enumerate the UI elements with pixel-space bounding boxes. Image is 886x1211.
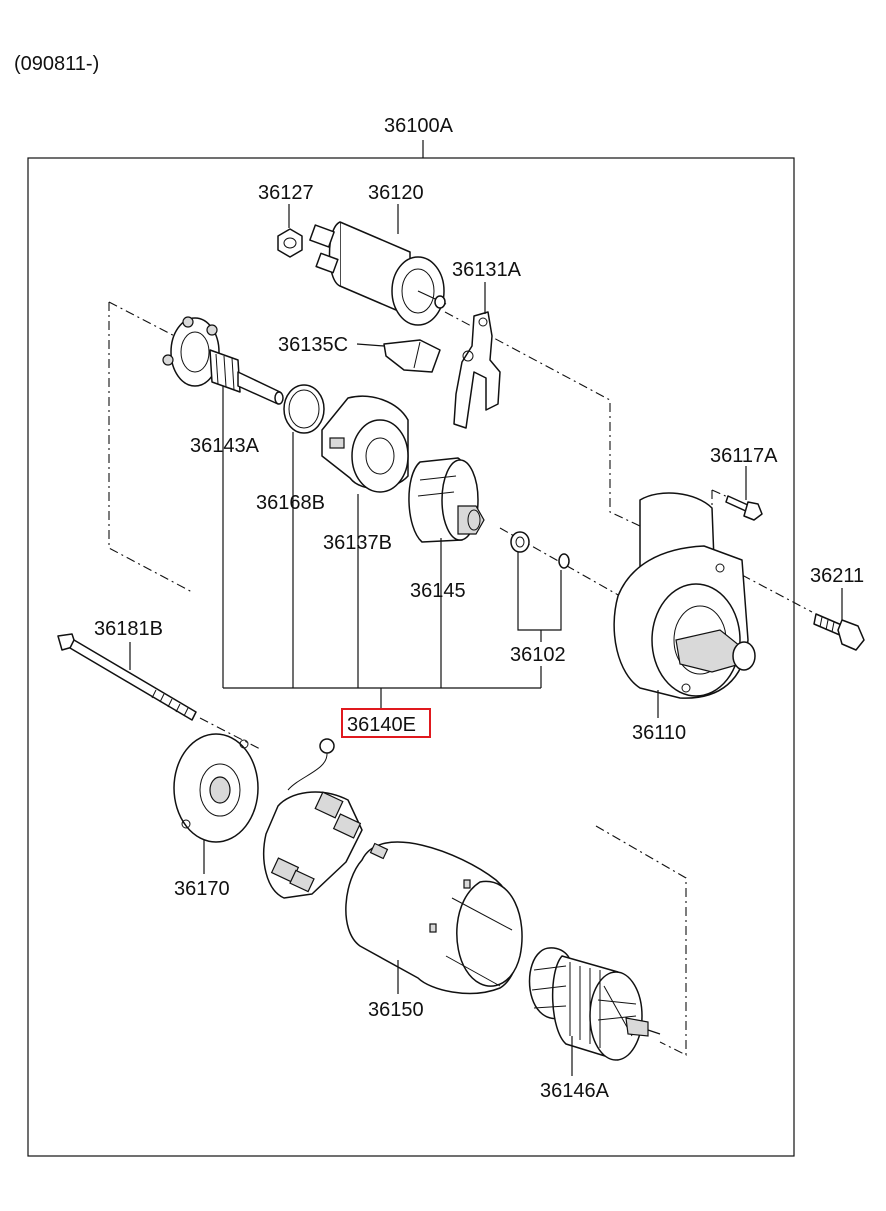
bolt-36117A[interactable]: [725, 495, 763, 521]
label-36145[interactable]: 36145: [410, 580, 466, 602]
highlight-box-36140E: [341, 708, 431, 738]
label-36120[interactable]: 36120: [368, 182, 424, 204]
gear-housing-36137B[interactable]: [321, 395, 409, 493]
label-36146A[interactable]: 36146A: [540, 1080, 610, 1102]
label-36140E[interactable]: 36140E: [347, 714, 416, 736]
assembly-frame: [27, 157, 795, 1157]
plate-36135C[interactable]: [383, 339, 441, 373]
nut-36127[interactable]: [277, 228, 303, 258]
rear-cover-36170[interactable]: [173, 733, 259, 843]
planetary-shaft-36143A[interactable]: [162, 316, 284, 405]
front-housing-36110[interactable]: [613, 492, 756, 699]
date-code-label: (090811-): [14, 53, 99, 75]
label-36168B[interactable]: 36168B: [256, 492, 325, 514]
solenoid-36120[interactable]: [309, 221, 447, 326]
o-ring-36168B[interactable]: [283, 384, 325, 434]
leader-36135C: [356, 343, 385, 347]
label-36135C[interactable]: 36135C: [278, 334, 348, 356]
stop-ring-36102[interactable]: [510, 531, 570, 569]
assembly-label-36100A[interactable]: 36100A: [384, 115, 454, 137]
through-bolt-36181B[interactable]: [57, 633, 197, 721]
label-36143A[interactable]: 36143A: [190, 435, 260, 457]
label-36110[interactable]: 36110: [632, 722, 686, 744]
shift-lever-36131A[interactable]: [453, 311, 501, 429]
pinion-clutch-36145[interactable]: [408, 457, 485, 543]
label-36211[interactable]: 36211: [810, 565, 864, 587]
armature-36146A[interactable]: [528, 947, 661, 1061]
label-36127[interactable]: 36127: [258, 182, 314, 204]
brush-holder[interactable]: [263, 738, 363, 899]
label-36102[interactable]: 36102: [510, 644, 566, 666]
label-36150[interactable]: 36150: [368, 999, 424, 1021]
yoke-36150[interactable]: [345, 841, 523, 995]
label-36170[interactable]: 36170: [174, 878, 230, 900]
label-36181B[interactable]: 36181B: [94, 618, 163, 640]
bolt-36211[interactable]: [813, 613, 865, 651]
label-36117A[interactable]: 36117A: [710, 445, 778, 467]
label-36131A[interactable]: 36131A: [452, 259, 522, 281]
leader-36102-bracket: [517, 552, 562, 631]
